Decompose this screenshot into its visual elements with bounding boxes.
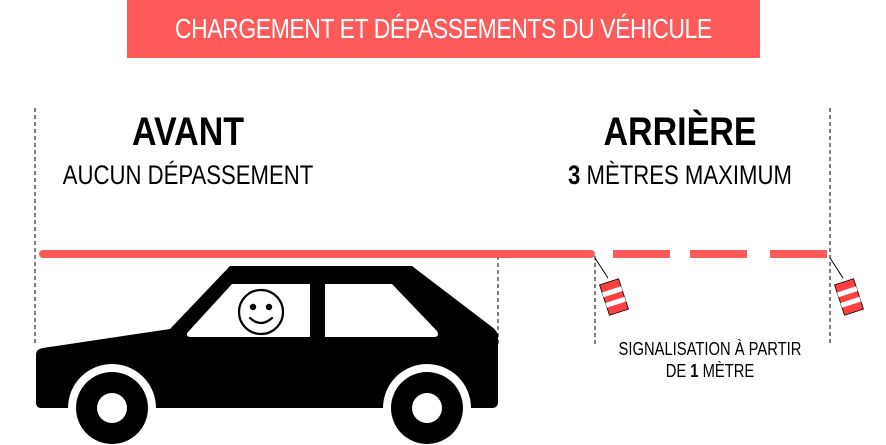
signal-note-line2: DE 1 MÈTRE: [665, 361, 755, 381]
load-bar-dash: [690, 250, 747, 258]
smiley-icon: [237, 288, 285, 336]
front-subtitle: AUCUN DÉPASSEMENT: [62, 160, 314, 190]
title-banner: CHARGEMENT ET DÉPASSEMENTS DU VÉHICULE: [127, 0, 760, 58]
front-title: AVANT: [131, 110, 245, 154]
car-icon: [36, 266, 498, 445]
signal-note: SIGNALISATION À PARTIR DE 1 MÈTRE: [612, 338, 809, 382]
rear-subtitle: 3 MÈTRES MAXIMUM: [549, 160, 811, 191]
page-title: CHARGEMENT ET DÉPASSEMENTS DU VÉHICULE: [175, 13, 712, 44]
rear-title: ARRIÈRE: [603, 110, 757, 154]
striped-warning-flag-icon: [594, 257, 629, 316]
signal-min-meters: 1: [690, 361, 699, 381]
rear-subtitle-text: MÈTRES MAXIMUM: [580, 160, 792, 190]
load-bar-dash: [613, 250, 670, 258]
load-bar-dash: [770, 250, 827, 258]
striped-warning-flag-icon: [829, 257, 864, 316]
load-bar-solid: [39, 250, 595, 258]
signal-note-line1: SIGNALISATION À PARTIR: [618, 339, 802, 359]
load-bar: [39, 250, 827, 258]
rear-max-meters: 3: [568, 160, 581, 190]
rear-window: [325, 284, 438, 337]
dashed-guides: [34, 108, 831, 345]
